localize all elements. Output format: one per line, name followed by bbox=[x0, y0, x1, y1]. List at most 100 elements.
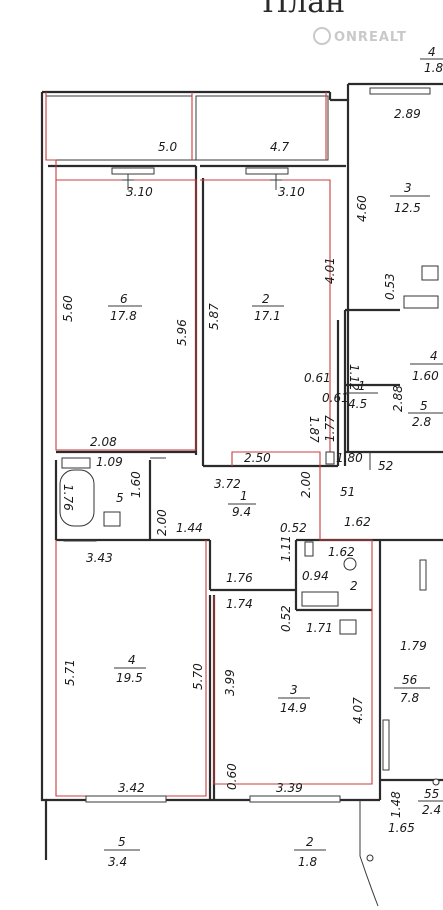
dim-176b: 1.76 bbox=[226, 571, 253, 585]
room6-area: 17.8 bbox=[110, 309, 137, 323]
edge4-number: 4 bbox=[430, 349, 438, 363]
room2-area: 17.1 bbox=[254, 309, 281, 323]
fixtures bbox=[59, 265, 439, 635]
dim-179: 1.79 bbox=[400, 639, 427, 653]
dim-053: 0.53 bbox=[383, 273, 397, 300]
dim-180: 1.80 bbox=[336, 451, 363, 465]
dim-208: 2.08 bbox=[90, 435, 117, 449]
dim-571: 5.71 bbox=[63, 659, 77, 686]
dim-560: 5.60 bbox=[61, 295, 75, 322]
edge4-area: 1.60 bbox=[412, 369, 439, 383]
dim-200b: 2.00 bbox=[155, 509, 169, 536]
dim-162b: 1.62 bbox=[328, 545, 355, 559]
dim-342: 3.42 bbox=[118, 781, 145, 795]
dim-112: 1.12 bbox=[347, 364, 361, 391]
dim-094: 0.94 bbox=[302, 569, 329, 583]
dim-289: 2.89 bbox=[394, 107, 421, 121]
topright4-number: 4 bbox=[428, 45, 436, 59]
small5-number: 5 bbox=[420, 399, 428, 413]
dim-174: 1.74 bbox=[226, 597, 253, 611]
dim-570: 5.70 bbox=[191, 663, 205, 690]
dim-177: 1.77 bbox=[323, 415, 337, 442]
room3-top-number: 3 bbox=[404, 181, 412, 195]
balcony-right-area: 4.7 bbox=[270, 140, 289, 154]
dim-111: 1.11 bbox=[279, 535, 293, 562]
dim-339: 3.39 bbox=[276, 781, 303, 795]
room-labels: 5.0 4.7 6 17.8 2 17.1 3 12.5 1 9.4 5 4 1… bbox=[104, 45, 443, 869]
small1-number: 1 bbox=[358, 379, 366, 393]
room55-number: 55 bbox=[424, 787, 439, 801]
dim-060: 0.60 bbox=[225, 763, 239, 790]
dim-187: 1.87 bbox=[307, 416, 321, 443]
brand-text: ONREALT bbox=[334, 30, 407, 45]
bottom2-area: 1.8 bbox=[298, 855, 317, 869]
dim-372: 3.72 bbox=[214, 477, 241, 491]
toilet-icon bbox=[103, 511, 121, 527]
bathtub-icon bbox=[59, 469, 95, 527]
dimensions: 3.10 3.10 2.89 4.60 5.60 5.96 5.87 4.01 … bbox=[61, 107, 427, 835]
room2-number: 2 bbox=[262, 292, 270, 306]
room55-area: 2.4 bbox=[422, 803, 441, 817]
wc-toilet-icon bbox=[339, 619, 357, 635]
dim-310b: 3.10 bbox=[278, 185, 305, 199]
dim-061a: 0.61 bbox=[304, 371, 331, 385]
dim-407: 4.07 bbox=[351, 697, 365, 724]
room56-number: 56 bbox=[402, 673, 418, 687]
outer-walls bbox=[40, 82, 443, 860]
dim-288: 2.88 bbox=[391, 385, 405, 412]
bath-number: 5 bbox=[116, 491, 124, 505]
riser-icon bbox=[325, 451, 335, 465]
room1-number: 1 bbox=[240, 489, 248, 503]
dim-162a: 1.62 bbox=[344, 515, 371, 529]
dim-587: 5.87 bbox=[207, 303, 221, 330]
bottom2-number: 2 bbox=[306, 835, 314, 849]
windows bbox=[85, 87, 431, 803]
dim-109: 1.09 bbox=[96, 455, 123, 469]
dim-399: 3.99 bbox=[223, 669, 237, 696]
room3-area: 14.9 bbox=[280, 701, 307, 715]
dim-51: 51 bbox=[340, 485, 355, 499]
wc-sink-icon bbox=[301, 591, 339, 607]
bottom5-number: 5 bbox=[118, 835, 126, 849]
dim-310a: 3.10 bbox=[126, 185, 153, 199]
toilet-icon bbox=[421, 265, 439, 281]
sink-icon bbox=[61, 457, 91, 469]
dim-171: 1.71 bbox=[306, 621, 333, 635]
room56-area: 7.8 bbox=[400, 691, 419, 705]
riser-icon bbox=[304, 541, 314, 557]
small5-area: 2.8 bbox=[412, 415, 431, 429]
dim-052a: 0.52 bbox=[280, 521, 307, 535]
dim-200a: 2.00 bbox=[299, 471, 313, 498]
room3-top-area: 12.5 bbox=[394, 201, 421, 215]
dim-250: 2.50 bbox=[244, 451, 271, 465]
room4-number: 4 bbox=[128, 653, 136, 667]
dim-144: 1.44 bbox=[176, 521, 203, 535]
balcony-left-area: 5.0 bbox=[158, 140, 177, 154]
wc-drain-icon bbox=[343, 557, 357, 571]
tick-marks bbox=[122, 174, 371, 470]
dim-165: 1.65 bbox=[388, 821, 415, 835]
brand-watermark: ONREALT bbox=[313, 27, 407, 45]
dim-596: 5.96 bbox=[175, 319, 189, 346]
dim-52: 52 bbox=[378, 459, 393, 473]
dim-061b: 0.61 bbox=[322, 391, 349, 405]
dim-176a: 1.76 bbox=[61, 484, 75, 511]
dim-148: 1.48 bbox=[389, 791, 403, 818]
room3-number: 3 bbox=[290, 683, 298, 697]
room4-area: 19.5 bbox=[116, 671, 143, 685]
brand-logo-icon bbox=[313, 27, 331, 45]
dim-401: 4.01 bbox=[323, 257, 337, 284]
bottom5-area: 3.4 bbox=[108, 855, 127, 869]
small1-area: 4.5 bbox=[348, 397, 367, 411]
room6-number: 6 bbox=[120, 292, 128, 306]
dim-160: 1.60 bbox=[129, 471, 143, 498]
room1-area: 9.4 bbox=[232, 505, 251, 519]
topright4-area: 1.8 bbox=[424, 61, 443, 75]
bottom-balcony bbox=[359, 778, 440, 907]
wc-number: 2 bbox=[350, 579, 358, 593]
dim-052b: 0.52 bbox=[279, 605, 293, 632]
balconies bbox=[45, 95, 346, 168]
sink-icon bbox=[403, 295, 439, 309]
interior-walls bbox=[54, 166, 443, 800]
